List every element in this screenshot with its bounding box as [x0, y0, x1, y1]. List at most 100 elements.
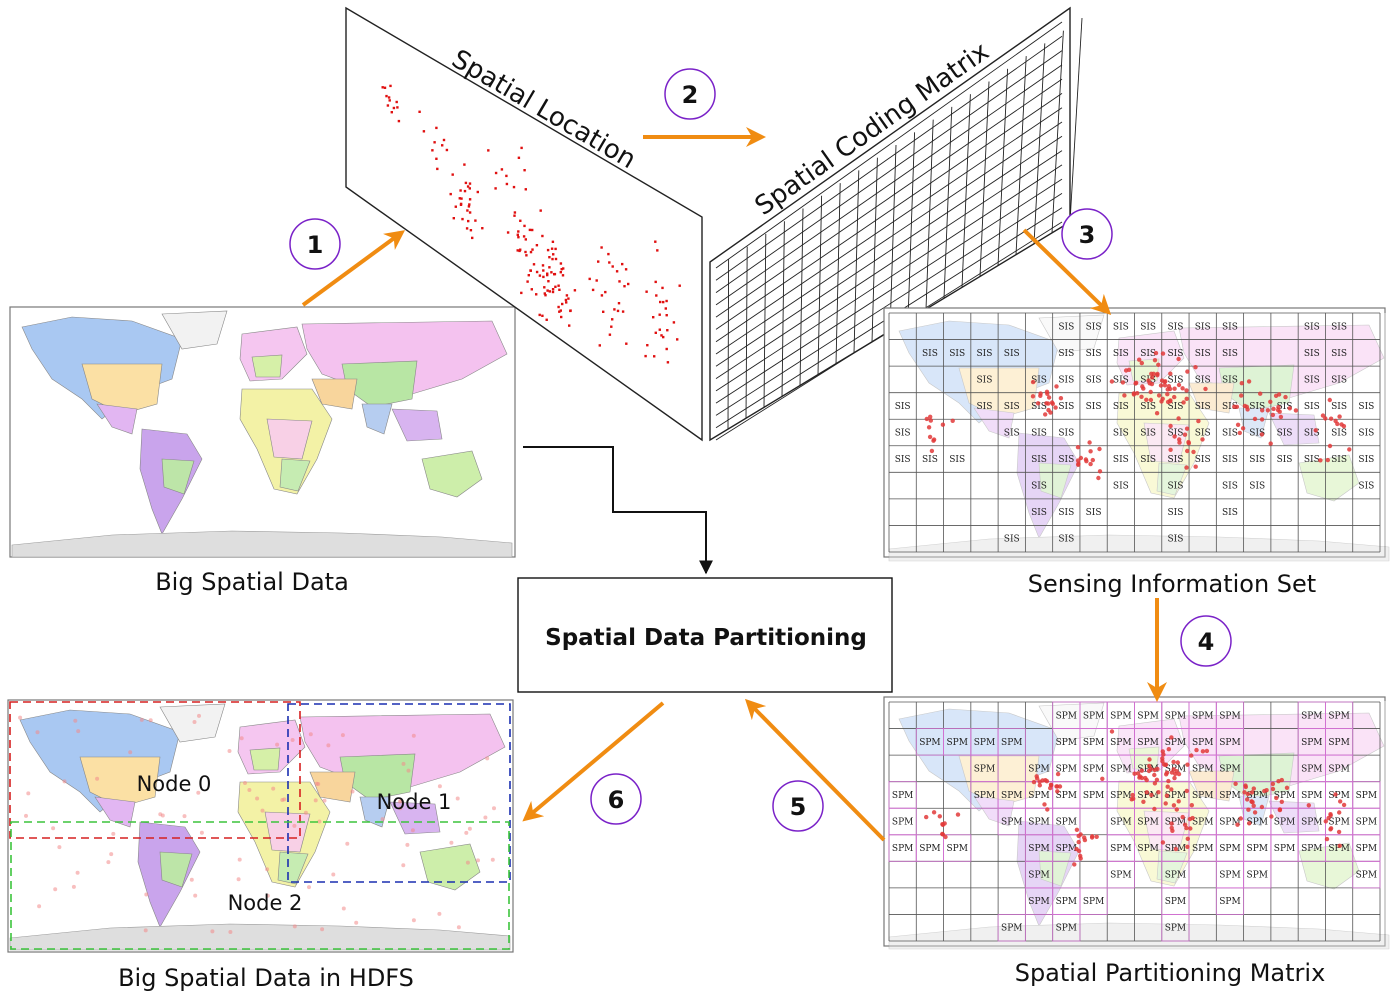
- cell-tag: SIS: [1004, 535, 1020, 545]
- sensing-point: [928, 414, 933, 419]
- sensing-point: [1283, 394, 1288, 400]
- sensing-point: [1252, 810, 1258, 815]
- cell-tag: SPM: [1219, 871, 1240, 881]
- sensing-point: [1131, 392, 1137, 397]
- location-point: [627, 282, 630, 286]
- cell-tag: SPM: [1001, 818, 1022, 828]
- location-point: [678, 284, 681, 287]
- location-point: [388, 99, 391, 102]
- sensing-point: [1132, 771, 1137, 776]
- location-point: [665, 347, 668, 351]
- cell-tag: SIS: [1140, 322, 1156, 332]
- hdfs-point: [483, 815, 488, 820]
- location-point: [546, 273, 549, 277]
- sensing-point: [1030, 394, 1036, 399]
- location-point: [611, 318, 614, 321]
- sensing-point: [1075, 445, 1081, 450]
- hdfs-point: [492, 806, 496, 811]
- cell-tag: SPM: [1083, 897, 1104, 907]
- sensing-point: [1160, 749, 1166, 754]
- cell-tag: SIS: [1249, 402, 1265, 412]
- sensing-point: [1189, 803, 1195, 808]
- sensing-point: [1131, 796, 1136, 801]
- location-point: [542, 269, 545, 272]
- cell-tag: SIS: [1086, 375, 1102, 385]
- location-point: [454, 205, 457, 208]
- hdfs-point: [75, 870, 80, 875]
- sensing-point: [1184, 825, 1189, 831]
- location-point: [543, 292, 546, 295]
- hdfs-point: [320, 927, 325, 932]
- sensing-point: [1173, 771, 1178, 777]
- location-point: [538, 313, 541, 317]
- location-point: [666, 361, 670, 364]
- sensing-point: [1270, 786, 1276, 792]
- sensing-point: [1203, 386, 1208, 392]
- hdfs-point: [193, 893, 198, 898]
- hdfs-point: [476, 858, 480, 863]
- location-point: [494, 187, 497, 190]
- location-point: [524, 250, 527, 254]
- sensing-point: [1155, 371, 1160, 377]
- sensing-point: [1166, 778, 1171, 784]
- sensing-point: [1189, 753, 1194, 758]
- cell-tag: SPM: [1056, 844, 1077, 854]
- location-point: [560, 315, 563, 319]
- location-point: [535, 270, 539, 274]
- cell-tag: SPM: [1028, 844, 1049, 854]
- hdfs-point: [449, 840, 454, 845]
- cell-tag: SIS: [1304, 322, 1320, 332]
- location-point: [476, 190, 479, 194]
- cell-tag: SIS: [1167, 349, 1183, 359]
- location-point: [441, 144, 444, 147]
- location-point: [387, 96, 391, 99]
- hdfs-point: [227, 749, 232, 753]
- hdfs-point: [437, 911, 442, 916]
- cell-tag: SIS: [1140, 429, 1156, 439]
- location-point: [520, 291, 523, 295]
- sensing-point: [1184, 396, 1189, 401]
- sensing-point: [1185, 836, 1191, 841]
- location-point: [512, 185, 516, 189]
- location-point: [562, 267, 565, 270]
- sensing-point: [1168, 371, 1173, 376]
- location-point: [381, 86, 384, 89]
- sis-grid: [888, 312, 1381, 553]
- sensing-point: [1318, 458, 1323, 463]
- sensing-point: [1144, 397, 1149, 402]
- sensing-point: [927, 434, 933, 440]
- sensing-point: [1166, 747, 1172, 752]
- cell-tag: SIS: [977, 349, 993, 359]
- sensing-point: [1245, 797, 1250, 802]
- sensing-point: [1164, 793, 1170, 798]
- location-point: [560, 268, 563, 271]
- cell-tag: SPM: [1165, 711, 1186, 721]
- hdfs-point: [143, 928, 148, 933]
- sensing-point: [943, 834, 948, 840]
- hdfs-point: [192, 720, 197, 724]
- sensing-point: [1182, 822, 1188, 827]
- hdfs-point: [456, 925, 461, 930]
- sensing-point: [1184, 388, 1189, 393]
- location-point: [469, 229, 473, 232]
- location-point: [654, 280, 657, 284]
- location-point: [528, 228, 532, 232]
- hdfs-point: [26, 791, 31, 796]
- sensing-point: [1269, 814, 1274, 819]
- sensing-point: [1245, 791, 1251, 797]
- sensing-point: [937, 814, 942, 819]
- location-point: [546, 272, 549, 275]
- cell-tag: SIS: [1249, 429, 1265, 439]
- cell-tag: SIS: [949, 349, 965, 359]
- sensing-point: [1268, 399, 1273, 404]
- hdfs-point: [307, 885, 311, 890]
- cell-tag: SPM: [1001, 791, 1022, 801]
- sensing-point: [1246, 379, 1252, 384]
- location-point: [551, 288, 555, 291]
- sensing-point: [1148, 766, 1154, 772]
- big-spatial-data-panel: [9, 306, 516, 558]
- sensing-point: [1333, 792, 1338, 797]
- sensing-point: [931, 437, 937, 442]
- location-point: [547, 280, 550, 283]
- hdfs-point: [350, 789, 355, 794]
